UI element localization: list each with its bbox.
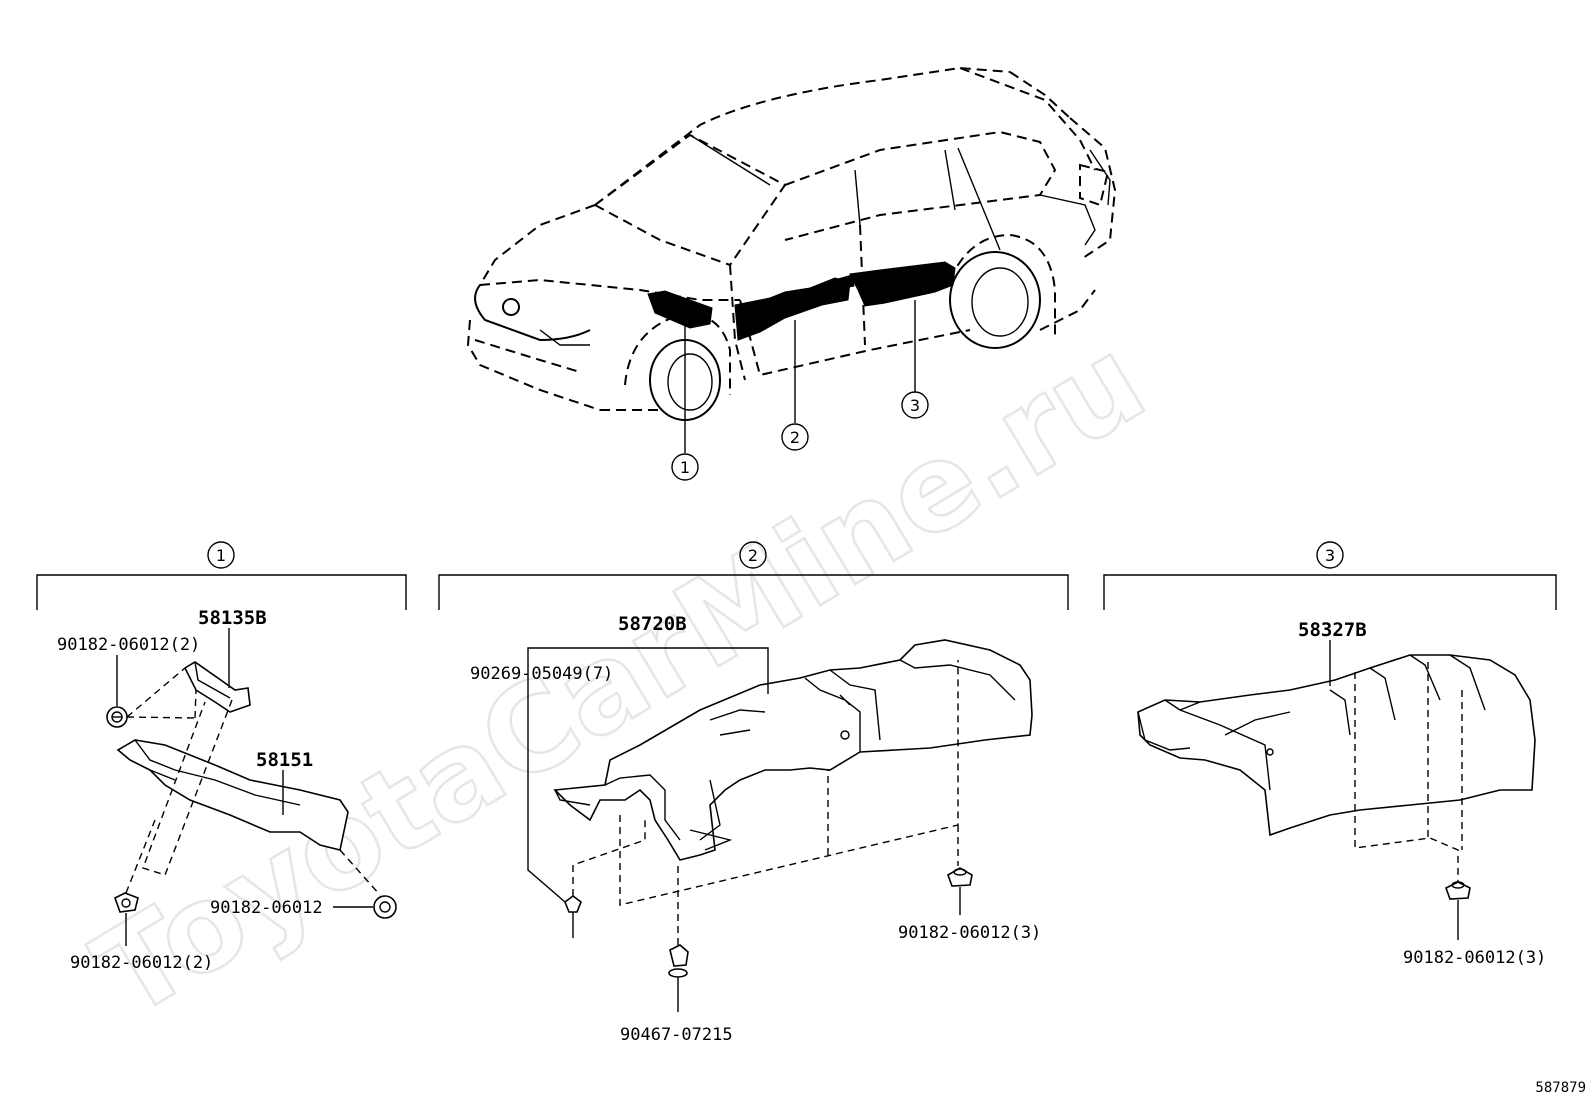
section-1-bracket: 1 [36,541,407,610]
label-90182-06012-3-sec2: 90182-06012(3) [898,923,1041,943]
nut-icon [1445,881,1471,900]
part-58720B-shape [553,639,1033,861]
section-2-bracket: 2 [438,541,1069,610]
svg-text:2: 2 [748,546,758,565]
svg-text:3: 3 [1325,546,1335,565]
section-1-leaders [116,628,373,946]
overview-callout-2: 2 [781,423,809,451]
label-90467-07215: 90467-07215 [620,1025,733,1045]
label-58720B: 58720B [618,613,687,635]
label-90182-06012-2-top: 90182-06012(2) [57,635,200,655]
overview-leaders [684,300,916,453]
svg-text:1: 1 [216,546,226,565]
part-58327B-shape [1137,654,1536,837]
section-2-leaders [527,647,961,1012]
label-90182-06012: 90182-06012 [210,898,323,918]
svg-text:3: 3 [910,396,920,415]
overview-shields [647,261,956,341]
section-2-parts [553,639,1033,990]
overview-callout-3: 3 [901,391,929,419]
section-3-parts [1137,654,1536,900]
label-90182-06012-2-bottom: 90182-06012(2) [70,953,213,973]
part-58135B-shape [183,661,251,713]
part-58151-shape [116,739,349,851]
nut-icon [106,706,128,728]
figure-number: 587879 [1535,1080,1586,1096]
label-58135B: 58135B [198,607,267,629]
nut-icon [373,895,397,919]
section-1-parts [106,661,397,919]
clip-icon [668,944,689,990]
vehicle-outline [466,66,1117,421]
overview-callout-1: 1 [671,453,699,481]
svg-text:1: 1 [680,458,690,477]
nut-icon [114,892,139,913]
label-90269-05049-7: 90269-05049(7) [470,664,613,684]
label-58327B: 58327B [1298,619,1367,641]
label-90182-06012-3-sec3: 90182-06012(3) [1403,948,1546,968]
push-pin-icon [564,895,582,938]
section-3-bracket: 3 [1103,541,1557,610]
section-3-leaders [1329,640,1459,940]
nut-icon [947,867,973,887]
label-58151: 58151 [256,749,313,771]
svg-text:2: 2 [790,428,800,447]
